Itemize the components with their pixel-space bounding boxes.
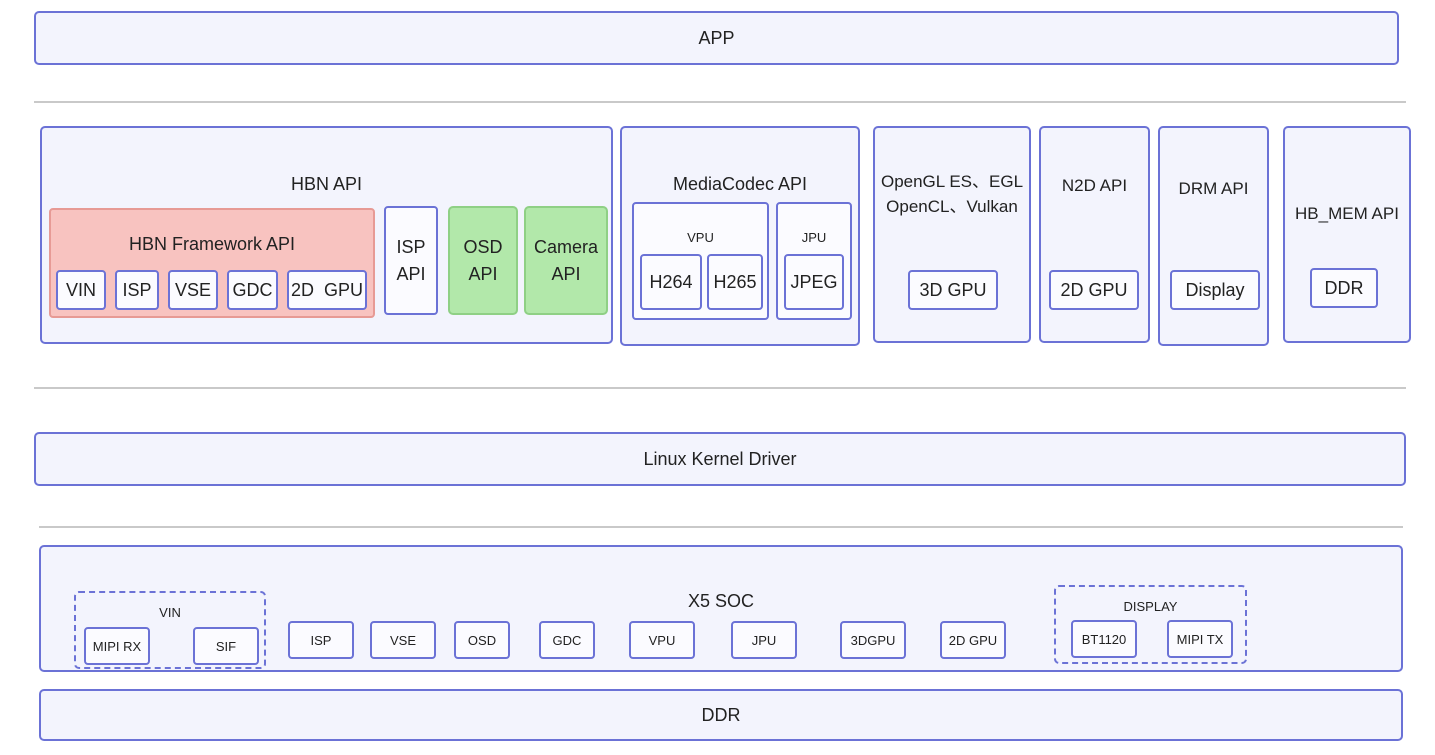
module-label: VIN	[65, 279, 96, 300]
ddr-layer: DDR	[39, 689, 1403, 741]
isp-api-label: ISP API	[396, 237, 426, 284]
camera-api-box: Camera API	[524, 206, 608, 315]
hbn-framework-api: HBN Framework API VIN ISP VSE GDC 2D GPU	[49, 208, 375, 318]
block-label: MIPI RX	[92, 638, 142, 654]
unit-3d-gpu: 3D GPU	[908, 270, 998, 310]
hbn-framework-title: HBN Framework API	[128, 234, 296, 254]
vin-group-title: VIN	[159, 605, 181, 620]
block-label: VPU	[648, 632, 676, 648]
vpu-group: VPU H264 H265	[632, 202, 769, 320]
soc-block-gdc: GDC	[539, 621, 595, 659]
mediacodec-api-panel: MediaCodec API VPU H264 H265 JPU JPEG	[620, 126, 860, 346]
codec-h264: H264	[640, 254, 702, 310]
soc-block-mipi-rx: MIPI RX	[84, 627, 150, 665]
block-label: JPU	[751, 632, 777, 648]
kernel-label: Linux Kernel Driver	[643, 448, 797, 469]
block-label: VSE	[389, 632, 416, 648]
n2d-title: N2D API	[1061, 176, 1128, 195]
soc-block-3dgpu: 3DGPU	[840, 621, 906, 659]
unit-display: Display	[1170, 270, 1260, 310]
module-label: VSE	[174, 279, 212, 300]
separator-middle	[34, 387, 1406, 389]
x5-soc-panel: X5 SOC VIN MIPI RX SIF ISP VSE OSD GDC V…	[39, 545, 1403, 672]
block-label: OSD	[467, 632, 497, 648]
osd-api-box: OSD API	[448, 206, 518, 315]
osd-api-label: OSD API	[463, 237, 503, 284]
hbmem-title: HB_MEM API	[1295, 204, 1399, 223]
unit-2d-gpu: 2D GPU	[1049, 270, 1139, 310]
block-label: SIF	[215, 638, 237, 654]
separator-bottom	[39, 526, 1403, 528]
soc-block-jpu: JPU	[731, 621, 797, 659]
app-layer: APP	[34, 11, 1399, 65]
isp-api-box: ISP API	[384, 206, 438, 315]
block-label: GDC	[552, 632, 582, 648]
soc-block-isp: ISP	[288, 621, 354, 659]
codec-label: H264	[649, 271, 693, 292]
module-label: GDC	[232, 279, 273, 300]
soc-block-osd: OSD	[454, 621, 510, 659]
unit-label: 3D GPU	[919, 279, 987, 300]
mediacodec-title: MediaCodec API	[672, 174, 808, 194]
block-label: MIPI TX	[1176, 631, 1224, 647]
jpu-group-title: JPU	[801, 230, 827, 245]
soc-title: X5 SOC	[687, 591, 755, 611]
unit-label: Display	[1185, 279, 1245, 300]
ddr-label: DDR	[701, 704, 741, 725]
soc-block-sif: SIF	[193, 627, 259, 665]
n2d-api-panel: N2D API 2D GPU	[1039, 126, 1150, 343]
block-label: ISP	[310, 632, 332, 648]
module-label: ISP	[122, 279, 152, 300]
soc-block-mipi-tx: MIPI TX	[1167, 620, 1233, 658]
soc-block-vse: VSE	[370, 621, 436, 659]
framework-module-isp: ISP	[115, 270, 159, 310]
hbn-api-title: HBN API	[290, 174, 363, 194]
soc-block-vpu: VPU	[629, 621, 695, 659]
module-label: 2D GPU	[290, 279, 364, 300]
unit-label: DDR	[1324, 277, 1364, 298]
codec-h265: H265	[707, 254, 763, 310]
framework-module-vin: VIN	[56, 270, 106, 310]
block-label: 3DGPU	[850, 632, 896, 648]
drm-api-panel: DRM API Display	[1158, 126, 1269, 346]
block-label: 2D GPU	[948, 632, 998, 648]
hbmem-api-panel: HB_MEM API DDR	[1283, 126, 1411, 343]
display-group-title: DISPLAY	[1123, 599, 1178, 614]
camera-api-label: Camera API	[533, 237, 599, 284]
codec-label: H265	[713, 271, 757, 292]
display-group: DISPLAY BT1120 MIPI TX	[1054, 585, 1247, 664]
framework-module-2d-gpu: 2D GPU	[287, 270, 367, 310]
jpu-group: JPU JPEG	[776, 202, 852, 320]
vpu-group-title: VPU	[687, 230, 714, 245]
codec-label: JPEG	[790, 271, 838, 292]
soc-block-bt1120: BT1120	[1071, 620, 1137, 658]
block-label: BT1120	[1081, 631, 1127, 647]
vin-group: VIN MIPI RX SIF	[74, 591, 266, 669]
separator-top	[34, 101, 1406, 103]
linux-kernel-driver-layer: Linux Kernel Driver	[34, 432, 1406, 486]
codec-jpeg: JPEG	[784, 254, 844, 310]
unit-label: 2D GPU	[1060, 279, 1128, 300]
unit-ddr: DDR	[1310, 268, 1378, 308]
opengl-api-panel: OpenGL ES、EGL OpenCL、Vulkan 3D GPU	[873, 126, 1031, 343]
drm-title: DRM API	[1178, 179, 1249, 198]
soc-block-2d-gpu: 2D GPU	[940, 621, 1006, 659]
framework-module-vse: VSE	[168, 270, 218, 310]
opengl-title: OpenGL ES、EGL OpenCL、Vulkan	[880, 172, 1024, 216]
app-label: APP	[698, 27, 735, 48]
hbn-api-panel: HBN API HBN Framework API VIN ISP VSE GD…	[40, 126, 613, 344]
framework-module-gdc: GDC	[227, 270, 278, 310]
